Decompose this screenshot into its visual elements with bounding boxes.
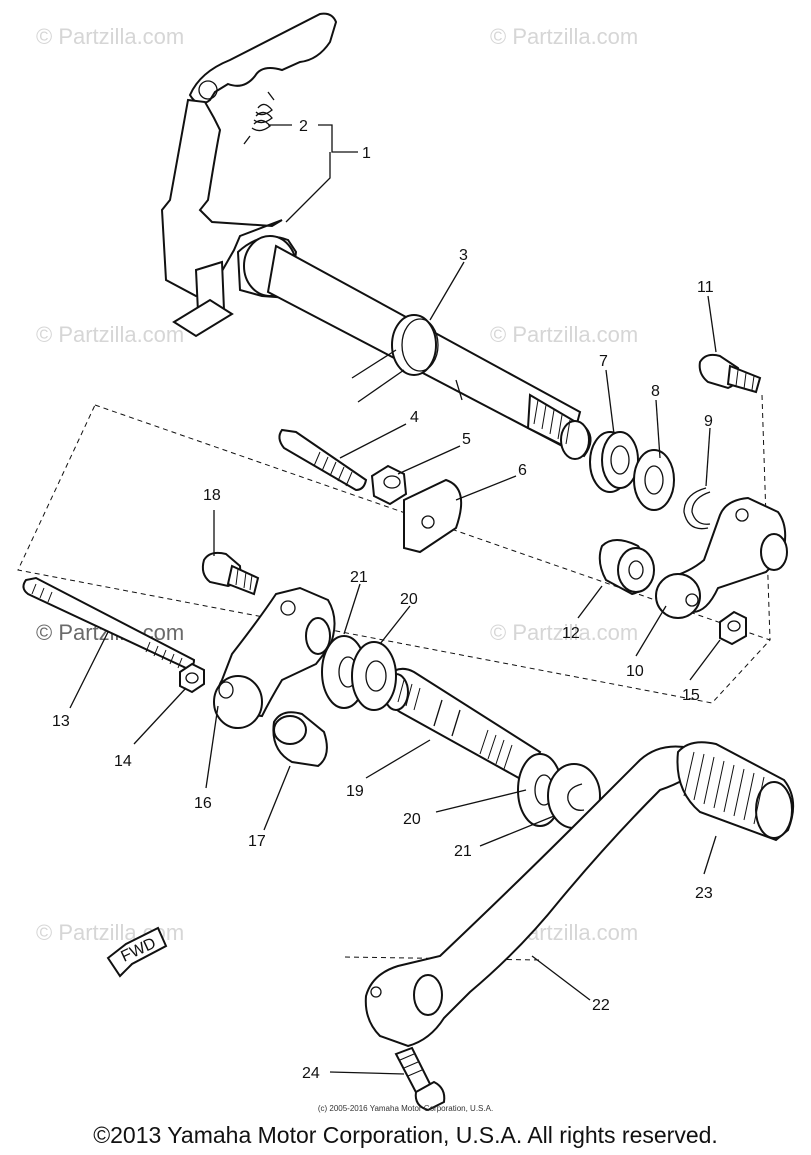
watermark: © Partzilla.com [36,322,184,347]
callout-5: 5 [462,431,471,448]
part-1-shift-bracket [160,12,592,460]
copyright-notice: ©2013 Yamaha Motor Corporation, U.S.A. A… [93,1122,718,1148]
part-4-stud-bolt [278,428,368,492]
part-24-bolt [394,1046,446,1112]
callout-24: 24 [302,1065,320,1082]
callout-16: 16 [194,795,212,812]
part-11-bolt [698,353,762,394]
part-17-joint [272,711,328,768]
callout-20: 20 [403,811,421,828]
callout-8: 8 [651,383,660,400]
callout-17: 17 [248,833,266,850]
part-14-nut [179,662,205,694]
watermark: © Partzilla.com [36,24,184,49]
watermark: © Partzilla.com [490,24,638,49]
callout-4: 4 [410,409,419,426]
part-16-shift-arm [213,586,336,729]
part-5-nut [370,464,408,506]
callout-21: 21 [454,843,472,860]
part-12-joint [598,539,655,596]
callout-6: 6 [518,462,527,479]
part-7-oil-seal [589,431,639,493]
part-18-bolt [201,551,260,596]
callout-15: 15 [682,687,700,704]
watermark: © Partzilla.com [490,620,638,645]
callout-22: 22 [592,997,610,1014]
part-15-nut [719,610,747,646]
callout-23: 23 [695,885,713,902]
small-copyright-notice: (c) 2005-2016 Yamaha Motor Corporation, … [317,1104,494,1113]
callout-12: 12 [562,625,580,642]
callout-3: 3 [459,247,468,264]
part-23-pedal-rubber [676,741,795,842]
part-19-shaft [382,667,542,784]
callout-10: 10 [626,663,644,680]
assembly-outline [17,394,771,961]
callout-9: 9 [704,413,713,430]
part-2-spring [243,91,275,145]
callout-19: 19 [346,783,364,800]
callout-7: 7 [599,353,608,370]
leader-lines [69,124,721,1075]
part-6-plate [403,478,463,554]
callout-13: 13 [52,713,70,730]
part-3-torsion-spring [351,314,439,403]
part-8-washer [633,449,675,511]
part-20-washer-upper [351,641,397,711]
callout-2: 2 [299,118,308,135]
callout-18: 18 [203,487,221,504]
callout-14: 14 [114,753,132,770]
part-10-shift-arm [655,496,788,619]
callout-20: 20 [400,591,418,608]
callout-11: 11 [697,279,714,296]
part-22-shift-pedal [364,745,712,1048]
callout-labels: 2 1 3 4 5 6 7 8 9 11 12 10 15 18 21 20 1… [52,118,714,1082]
part-9-circlip [683,487,711,530]
callout-21: 21 [350,569,368,586]
callout-1: 1 [362,145,371,162]
watermark: © Partzilla.com [490,322,638,347]
